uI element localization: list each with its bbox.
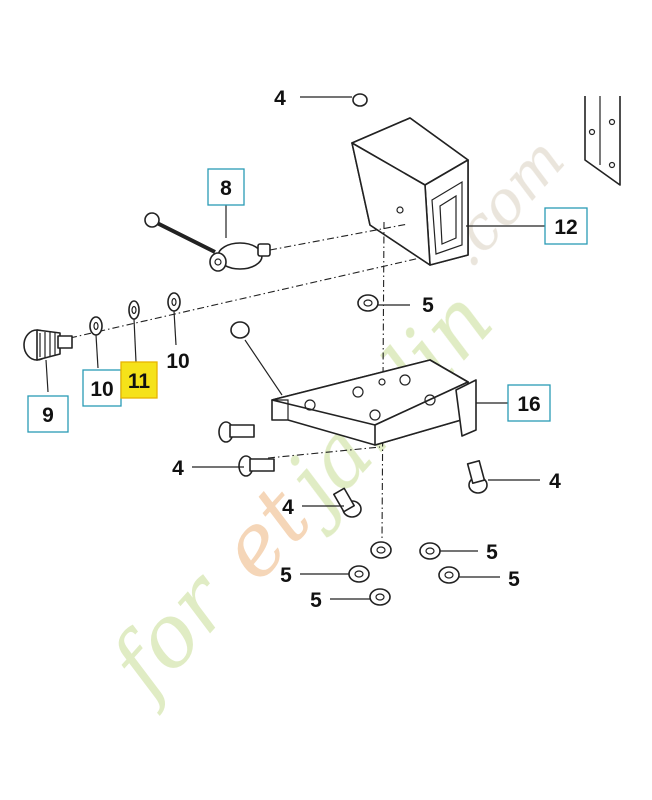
washer-part-10-left [89,316,103,336]
split-washer-part-11 [128,300,140,320]
frame-fragment [584,96,621,186]
callout-box-12 [544,207,588,245]
knob-part-9 [23,329,73,361]
callout-4-left: 4 [172,457,184,480]
square-tube-part-12 [351,117,469,266]
center-line-bolts [267,446,381,459]
flange-nut-part-5-e [369,588,391,606]
callout-10-left: 10 [90,378,113,401]
center-line-vertical [381,221,385,541]
washer-part-10-right-hole [171,297,177,307]
svg-text:for: for [87,551,252,719]
callout-5-upper: 5 [422,294,434,317]
bolt-part-4-top-left [230,321,283,396]
flange-nut-part-5-upper [357,294,379,312]
leader-lines [45,205,545,600]
center-line-pin [269,223,409,251]
washer-part-10-right [167,292,181,312]
flange-nut-part-5-c [438,566,460,584]
callout-5-nut-left-2: 5 [310,589,322,612]
callout-5-nut-right-2: 5 [508,568,520,591]
callout-12: 12 [554,216,577,239]
bolt-part-4-left [238,455,275,477]
bolt-part-4-lower [333,487,362,518]
flange-nut-part-5-d [348,565,370,583]
center-line-washers [69,257,421,339]
callout-box-10-left [82,369,122,407]
bolt-part-4-mid-left [218,421,255,443]
locking-pin-part-8 [144,212,271,272]
callout-16: 16 [517,393,540,416]
bolt-part-4-right [466,459,488,494]
callout-box-9 [27,395,69,433]
callout-10-right: 10 [166,350,189,373]
washer-part-10-left-hole [93,321,99,331]
callout-8: 8 [220,177,232,200]
callout-5-nut-left-1: 5 [280,564,292,587]
top-bolt-fragment [300,93,368,107]
callout-box-8 [207,168,245,206]
callout-4-lower: 4 [282,496,294,519]
callout-4-right: 4 [549,470,561,493]
callout-9: 9 [42,404,54,427]
bracket-part-16 [271,359,477,446]
callout-11: 11 [128,370,151,393]
split-washer-part-11-hole [131,305,137,315]
callout-box-11 [120,361,158,399]
callout-box-16 [507,384,551,422]
callout-4-top: 4 [274,87,286,110]
flange-nut-part-5-b [419,542,441,560]
flange-nut-part-5-a [370,541,392,559]
callout-5-nut-right-1: 5 [486,541,498,564]
